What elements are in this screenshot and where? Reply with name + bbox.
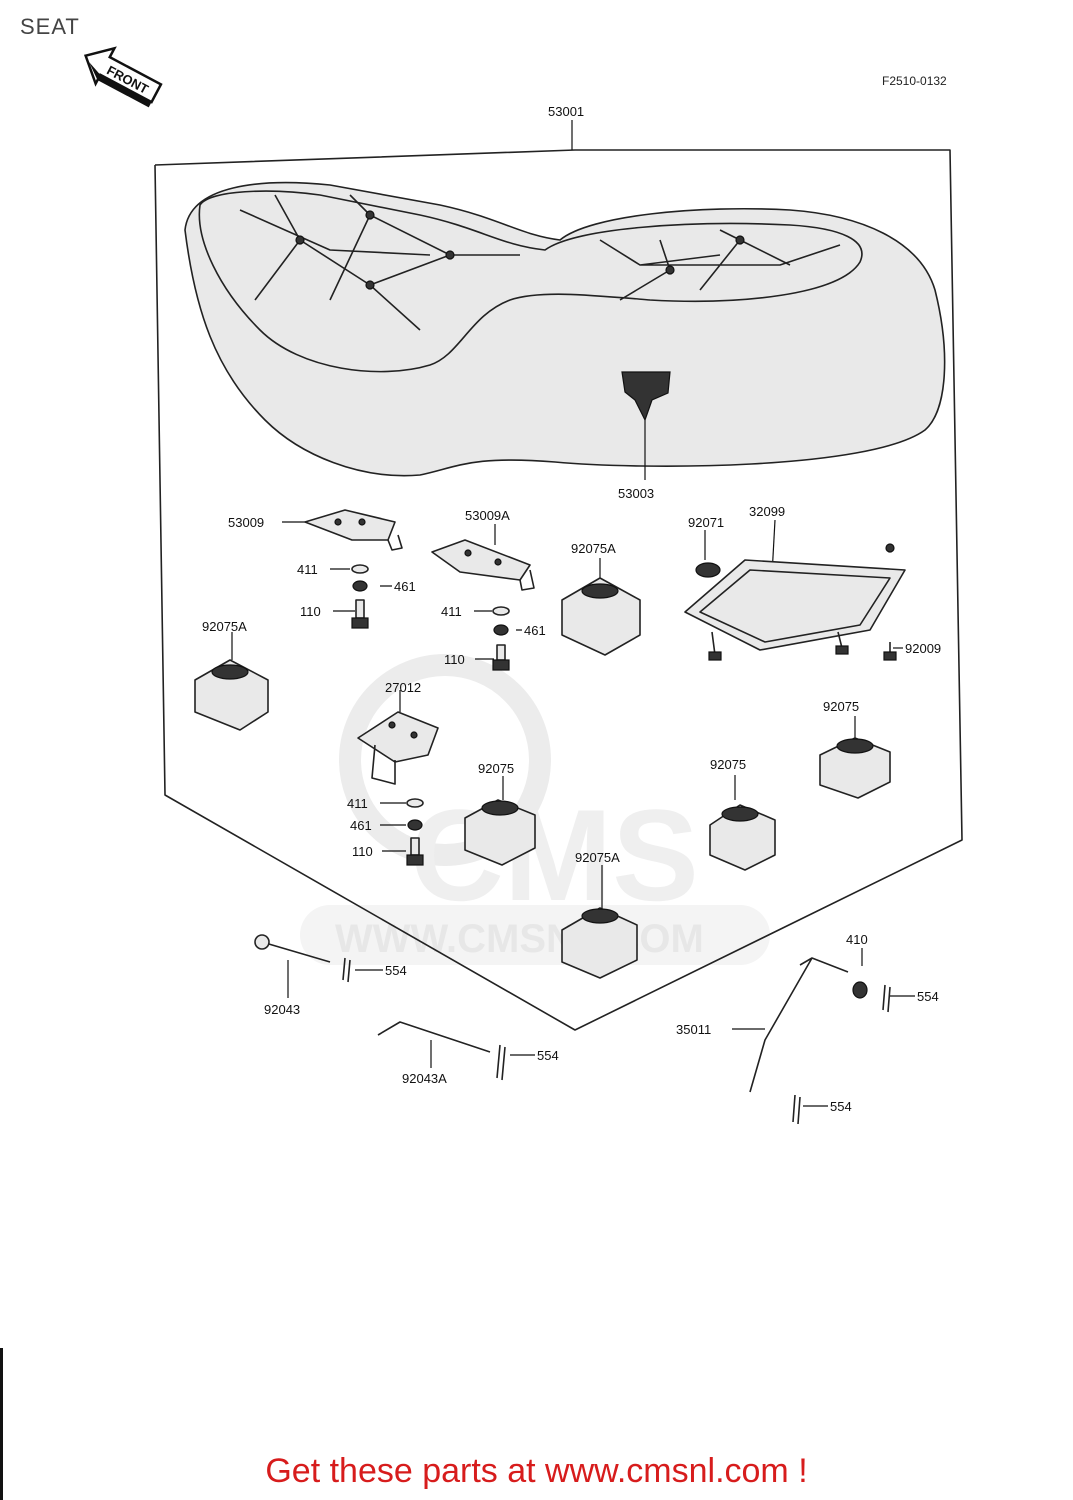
hardware-set-2 bbox=[492, 606, 510, 671]
rod-35011 bbox=[749, 957, 849, 1093]
part-label-92075A: 92075A bbox=[571, 541, 616, 556]
part-label-554: 554 bbox=[830, 1099, 852, 1114]
part-label-554: 554 bbox=[917, 989, 939, 1004]
seat-button bbox=[735, 235, 745, 245]
part-label-411: 411 bbox=[347, 796, 368, 811]
part-label-53009A: 53009A bbox=[465, 508, 510, 523]
part-label-461: 461 bbox=[394, 579, 416, 594]
part-labels: 53001 53003 53009 53009A 92075A 92071 32… bbox=[202, 104, 941, 1114]
part-label-554: 554 bbox=[385, 963, 407, 978]
hardware-set-1 bbox=[351, 564, 369, 629]
part-label-461: 461 bbox=[350, 818, 372, 833]
watermark-logo: CMS bbox=[410, 782, 699, 928]
part-label-92075: 92075 bbox=[710, 757, 746, 772]
bracket-27012 bbox=[357, 711, 439, 785]
seat-assembly bbox=[184, 181, 946, 477]
part-label-410: 410 bbox=[846, 932, 868, 947]
rod-92043A bbox=[377, 1021, 491, 1053]
seat-button bbox=[665, 265, 675, 275]
seat-emblem-icon bbox=[621, 371, 671, 422]
damper-92075A-lower bbox=[561, 907, 638, 979]
part-label-92043A: 92043A bbox=[402, 1071, 447, 1086]
watermark-url: WWW.CMSNL.COM bbox=[335, 917, 704, 961]
part-label-32099: 32099 bbox=[749, 504, 785, 519]
watermark: CMS WWW.CMSNL.COM bbox=[300, 654, 770, 965]
part-label-110: 110 bbox=[300, 604, 321, 619]
clips-554 bbox=[342, 957, 891, 1125]
part-label-411: 411 bbox=[297, 562, 318, 577]
pin-92043 bbox=[254, 934, 331, 963]
damper-92075-far-right bbox=[819, 737, 891, 799]
watermark-circle bbox=[339, 654, 551, 866]
part-label-110: 110 bbox=[352, 844, 373, 859]
part-label-27012: 27012 bbox=[385, 680, 421, 695]
part-label-92075A: 92075A bbox=[575, 850, 620, 865]
part-label-53003: 53003 bbox=[618, 486, 654, 501]
part-label-53009: 53009 bbox=[228, 515, 264, 530]
seat-button bbox=[295, 235, 305, 245]
seat-button bbox=[365, 210, 375, 220]
seat-top-panel bbox=[198, 190, 863, 373]
seat-button bbox=[365, 280, 375, 290]
damper-92075-center bbox=[464, 799, 536, 866]
watermark-band bbox=[300, 905, 770, 965]
footer-link[interactable]: Get these parts at www.cmsnl.com ! bbox=[265, 1452, 808, 1490]
part-label-92071: 92071 bbox=[688, 515, 724, 530]
bracket-53009A bbox=[431, 539, 535, 591]
part-label-35011: 35011 bbox=[676, 1022, 711, 1037]
damper-92075-right bbox=[709, 804, 776, 871]
hardware-set-3 bbox=[406, 798, 424, 866]
figure-code: F2510-0132 bbox=[882, 74, 947, 88]
part-label-411: 411 bbox=[441, 604, 462, 619]
margin-mark bbox=[0, 1348, 3, 1500]
part-label-92043: 92043 bbox=[264, 1002, 300, 1017]
part-label-92075: 92075 bbox=[823, 699, 859, 714]
part-label-92075: 92075 bbox=[478, 761, 514, 776]
page-title: SEAT bbox=[20, 14, 80, 39]
part-label-92009: 92009 bbox=[905, 641, 941, 656]
part-label-53001: 53001 bbox=[548, 104, 584, 119]
damper-92075A-upper bbox=[561, 577, 641, 656]
part-label-110: 110 bbox=[444, 652, 465, 667]
part-label-461: 461 bbox=[524, 623, 546, 638]
part-label-92075A: 92075A bbox=[202, 619, 247, 634]
bracket-53009 bbox=[304, 509, 403, 551]
part-label-554: 554 bbox=[537, 1048, 559, 1063]
tray-32099 bbox=[684, 543, 906, 661]
washer-410 bbox=[852, 981, 868, 999]
damper-92075A-left bbox=[194, 659, 269, 731]
front-arrow-icon: FRONT bbox=[83, 46, 163, 108]
seat-body bbox=[184, 181, 946, 477]
assembly-outline bbox=[154, 149, 963, 1031]
seat-button bbox=[445, 250, 455, 260]
grommet-92071 bbox=[695, 562, 721, 578]
